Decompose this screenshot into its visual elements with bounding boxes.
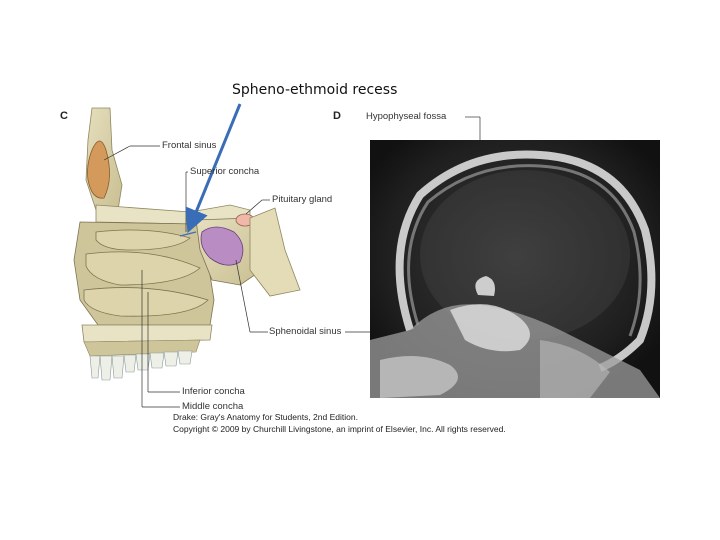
skull-xray-image (370, 140, 660, 398)
slide-title: Spheno-ethmoid recess (232, 82, 398, 98)
superior-concha-shape (95, 229, 191, 251)
credit-line-2: Copyright © 2009 by Churchill Livingston… (173, 424, 506, 434)
sagittal-section-illustration (73, 107, 481, 408)
inferior-concha-shape (83, 287, 209, 317)
label-inferior-concha: Inferior concha (182, 386, 245, 397)
sphenoidal-sinus-shape (200, 226, 244, 266)
label-superior-concha: Superior concha (190, 166, 260, 177)
label-frontal-sinus: Frontal sinus (162, 140, 217, 151)
recess-pointer-arrow (185, 103, 242, 234)
panel-letter-d: D (333, 110, 341, 122)
label-hypophyseal-fossa: Hypophyseal fossa (366, 111, 447, 122)
label-pituitary-gland: Pituitary gland (272, 194, 333, 205)
small-arrow (179, 231, 197, 237)
credit-line-1: Drake: Gray's Anatomy for Students, 2nd … (173, 412, 358, 422)
middle-concha-shape (85, 251, 201, 286)
label-middle-concha: Middle concha (182, 401, 244, 412)
teeth (89, 350, 193, 381)
panel-letter-c: C (60, 110, 68, 122)
label-sphenoidal-sinus: Sphenoidal sinus (269, 326, 342, 337)
frontal-sinus-shape (87, 140, 110, 199)
